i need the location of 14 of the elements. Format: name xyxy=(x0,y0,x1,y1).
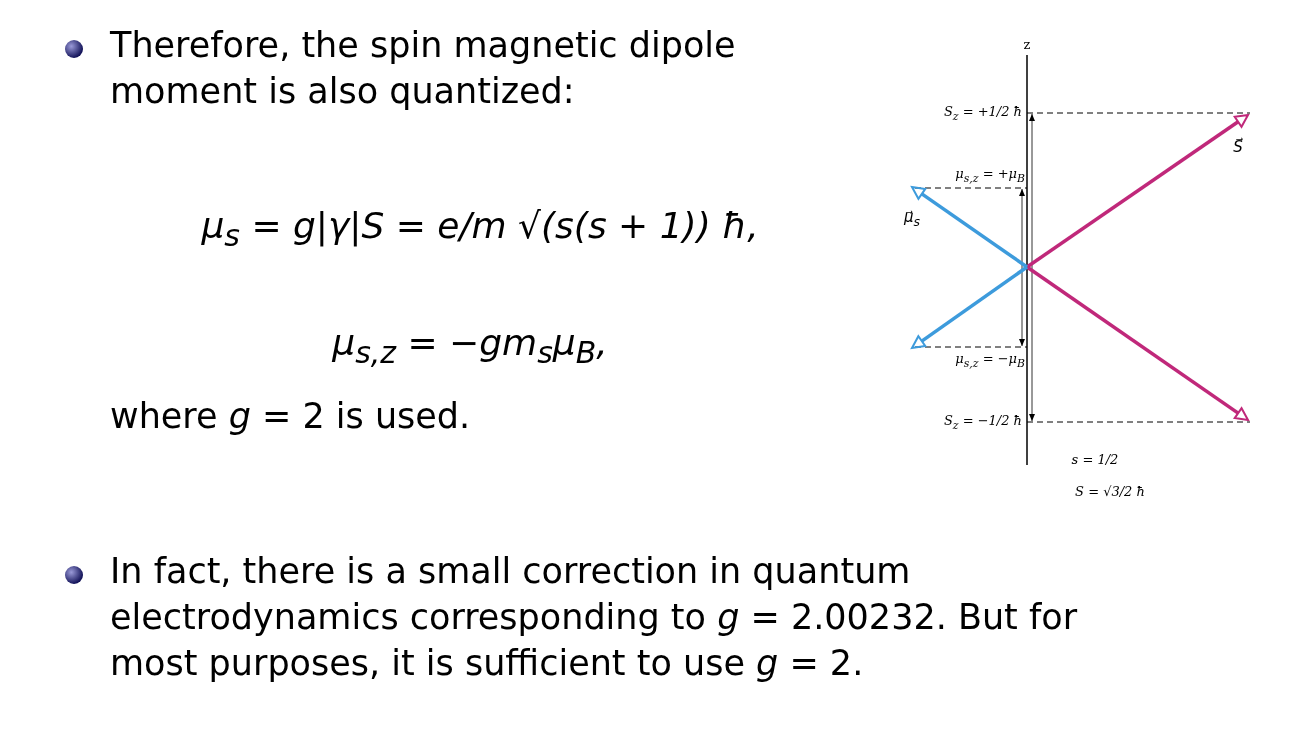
value-label: S = √3/2 ħ xyxy=(1075,484,1145,499)
equation: μ$_{s}$ = g|γ|S = e/m √(s(s + 1)) ħ, xyxy=(201,205,759,254)
value-label: S$_{z}$ = +1/2 ħ xyxy=(943,104,1022,123)
bullet-text: Therefore, the spin magnetic dipole moment is also quantized: xyxy=(110,24,737,113)
bullet-text: where g = 2 is used. xyxy=(110,395,472,438)
value-label: μ$_{s,z}$ = −μ$_{B}$ xyxy=(955,351,1025,370)
vector-label: μ⃗$_{s}$ xyxy=(903,208,921,229)
axis-label: z xyxy=(1023,37,1031,52)
vector-label: S⃗ xyxy=(1233,138,1243,156)
equation: μ$_{s,z}$ = −gm$_{s}$μ$_{B}$, xyxy=(332,322,608,371)
value-label: μ$_{s,z}$ = +μ$_{B}$ xyxy=(955,166,1025,185)
value-label: s = 1/2 xyxy=(1071,452,1119,467)
bullet-text: In fact, there is a small correction in quantum electrodynamics corresponding to g = 2.00232. But for most purposes, it is sufficient to use g = 2. xyxy=(110,550,1079,685)
value-label: S$_{z}$ = −1/2 ħ xyxy=(943,413,1022,432)
